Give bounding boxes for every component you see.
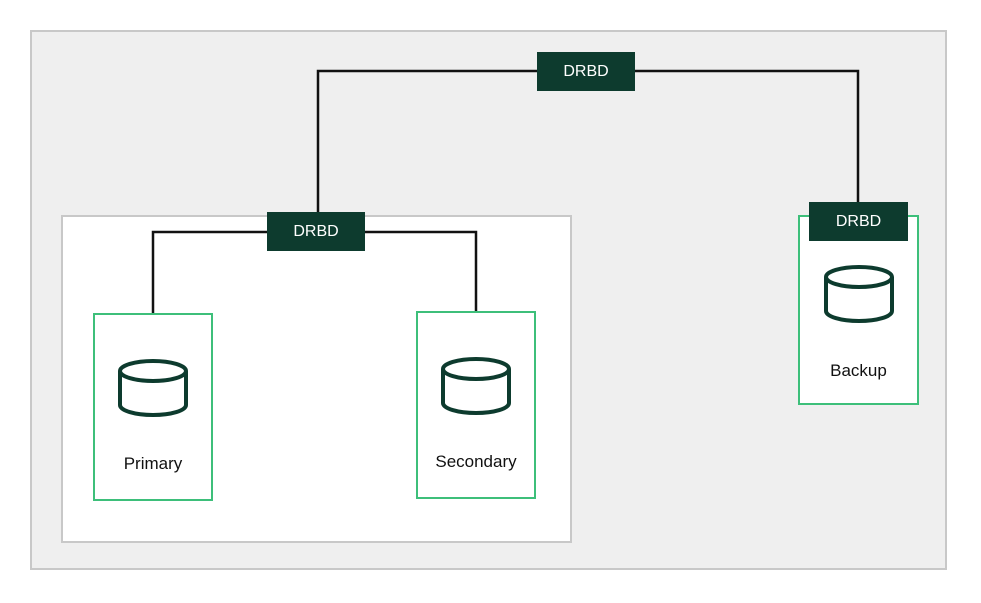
database-icon: [118, 359, 188, 417]
backup-node[interactable]: Backup: [798, 215, 919, 405]
drbd-backup-badge: DRBD: [809, 202, 908, 241]
backup-label: Backup: [830, 361, 887, 380]
primary-label: Primary: [123, 454, 183, 473]
drbd-local-label: DRBD: [267, 212, 365, 251]
secondary-label: Secondary: [435, 452, 517, 471]
database-icon: [441, 357, 511, 415]
primary-node[interactable]: Primary: [93, 313, 213, 501]
secondary-node[interactable]: Secondary: [416, 311, 536, 499]
drbd-top-label: DRBD: [537, 52, 635, 91]
link-cluster-to-backup: [316, 69, 860, 215]
database-icon: [823, 265, 894, 323]
